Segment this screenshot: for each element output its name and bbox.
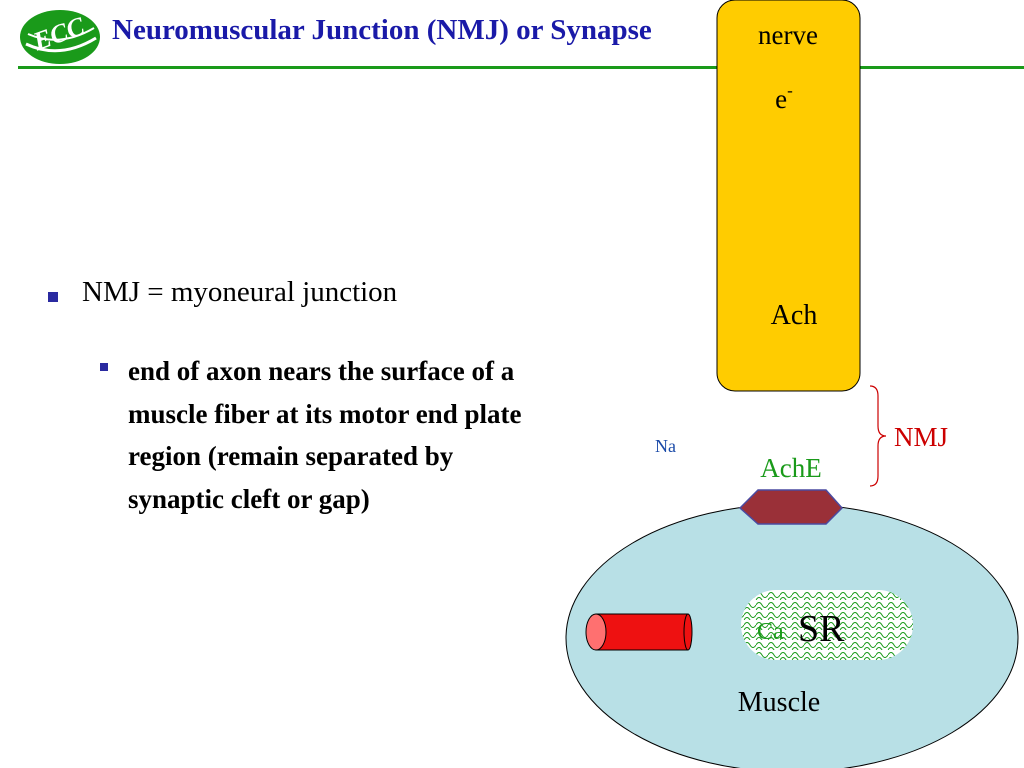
ache-label: AchE: [760, 453, 821, 483]
ach-label: Ach: [771, 300, 818, 331]
muscle-label: Muscle: [738, 687, 820, 718]
title-divider: [18, 66, 1024, 69]
ache-receptor: [738, 489, 844, 525]
bullet-text: NMJ = myoneural junction: [82, 276, 398, 308]
sr-label: SR: [798, 608, 845, 650]
bullet-marker: [48, 292, 58, 302]
t-tubule-far-end: [683, 613, 693, 651]
ca-label: Ca: [757, 619, 784, 645]
page-title: Neuromuscular Junction (NMJ) or Synapse: [112, 14, 652, 46]
electron-charge: -: [787, 81, 793, 100]
sarcoplasmic-reticulum: [741, 590, 913, 660]
nerve-label: nerve: [758, 20, 818, 50]
nerve-terminal: [716, 0, 861, 392]
nmj-label: NMJ: [894, 422, 948, 452]
electron-base: e: [775, 84, 787, 114]
nmj-brace: [869, 385, 887, 487]
ecc-logo: ECC: [20, 10, 100, 64]
sub-bullet-marker: [100, 363, 108, 371]
na-label: Na: [655, 436, 676, 456]
electron-label: e-: [775, 81, 793, 114]
sub-bullet-text: end of axon nears the surface of a muscl…: [128, 356, 522, 514]
t-tubule: [595, 613, 689, 651]
t-tubule-end: [585, 613, 607, 651]
